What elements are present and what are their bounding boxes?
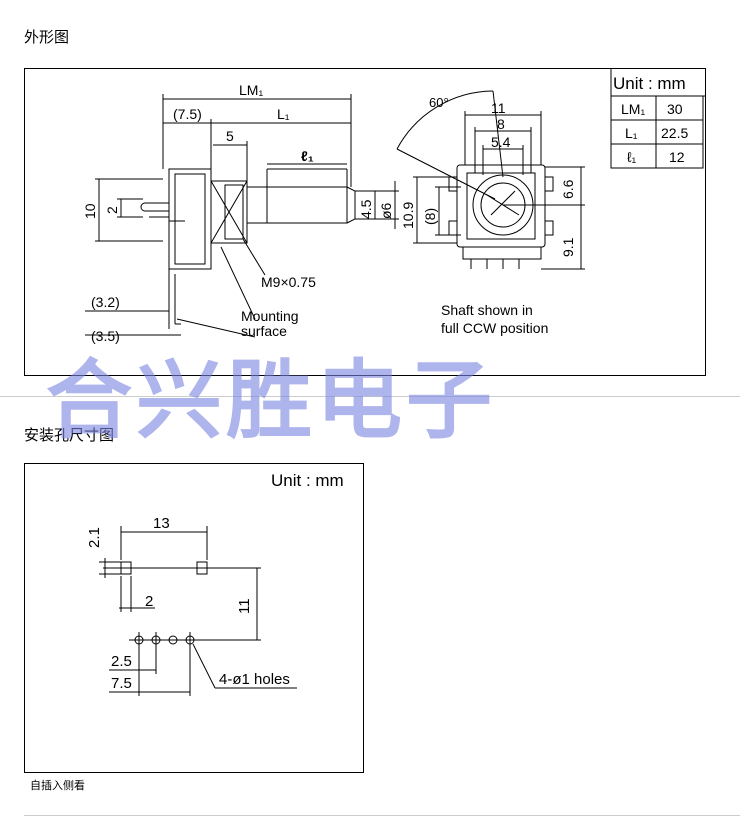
mounting-label-2: surface (241, 323, 287, 339)
thread-label: M9×0.75 (261, 274, 316, 290)
dim-3-2: (3.2) (91, 294, 120, 310)
table-key-lm1: LM₁ (621, 101, 645, 117)
dim-11-front: 11 (491, 100, 506, 116)
outline-drawing-panel: Unit : mm LM₁ 30 L₁ 22.5 ℓ₁ 12 LM₁ (7.5)… (24, 68, 706, 376)
dim-8-paren: (8) (422, 208, 438, 225)
table-value-l1: 22.5 (661, 125, 688, 141)
outline-drawing: Unit : mm LM₁ 30 L₁ 22.5 ℓ₁ 12 LM₁ (7.5)… (82, 69, 705, 344)
dim-8-front: 8 (497, 116, 505, 132)
watermark: 合兴胜电子 (46, 351, 496, 451)
dim-11-holes: 11 (236, 598, 253, 614)
dim-5: 5 (226, 128, 234, 144)
section-heading-mounting-holes: 安装孔尺寸图 (24, 426, 115, 444)
divider-2 (24, 815, 740, 816)
dim-phi6: ø6 (378, 202, 394, 219)
mounting-label-1: Mounting (241, 308, 299, 324)
dim-10-9: 10.9 (400, 202, 416, 229)
dim-5-4: 5.4 (491, 134, 511, 150)
mounting-hole-drawing: Unit : mm 2.1 13 2 11 2.5 7.5 4-ø1 holes (86, 471, 344, 696)
table-key-l1: L₁ (625, 125, 638, 141)
dim-2: 2 (104, 206, 120, 214)
dim-2-holes: 2 (145, 593, 153, 610)
note-line-2: full CCW position (441, 320, 548, 336)
view-caption: 自插入侧看 (30, 779, 85, 792)
dim-2-1: 2.1 (86, 527, 103, 548)
table-key-ell1: ℓ₁ (627, 149, 637, 165)
dim-4-5: 4.5 (358, 199, 374, 219)
dim-6-6: 6.6 (560, 179, 576, 199)
dim-7-5: (7.5) (173, 106, 202, 122)
dim-7-5-holes: 7.5 (111, 675, 132, 692)
dim-9-1: 9.1 (560, 237, 576, 257)
holes-label: 4-ø1 holes (219, 671, 290, 688)
table-value-lm1: 30 (667, 101, 683, 117)
dim-2-5: 2.5 (111, 653, 132, 670)
dim-lm1: LM₁ (239, 82, 263, 98)
dim-l1: L₁ (277, 106, 290, 122)
mounting-hole-panel: Unit : mm 2.1 13 2 11 2.5 7.5 4-ø1 holes (24, 463, 364, 773)
dim-10: 10 (82, 203, 98, 219)
angle-60: 60° (429, 95, 449, 110)
dim-13: 13 (153, 515, 170, 532)
section-heading-outline: 外形图 (24, 28, 70, 46)
divider-1 (0, 396, 740, 397)
dim-3-5: (3.5) (91, 328, 120, 344)
note-line-1: Shaft shown in (441, 302, 533, 318)
dim-ell1: ℓ₁ (301, 148, 314, 164)
table-value-ell1: 12 (669, 149, 685, 165)
unit-label-2: Unit : mm (271, 471, 344, 490)
unit-label-1: Unit : mm (613, 74, 686, 93)
